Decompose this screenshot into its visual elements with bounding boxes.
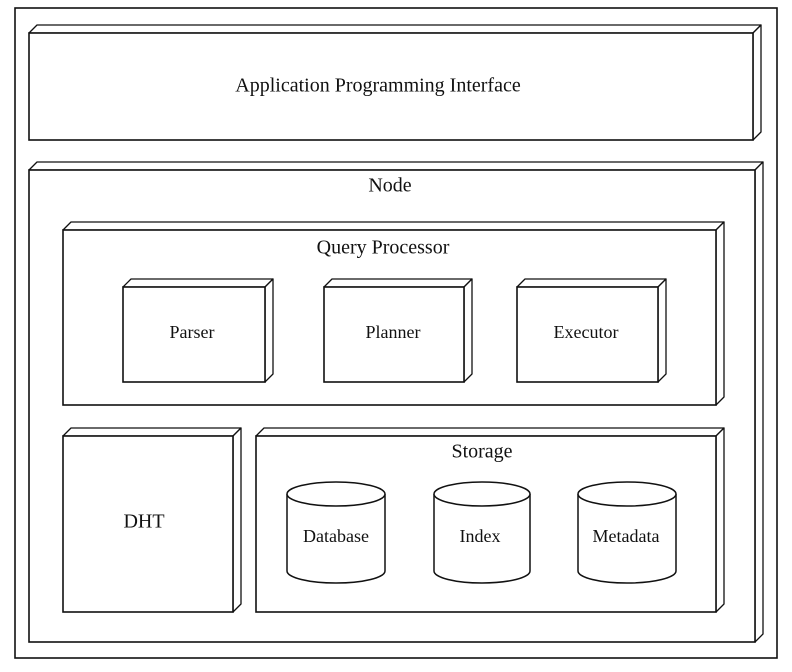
executor-front	[516, 286, 659, 383]
node-box-top-face	[28, 161, 764, 171]
node-box-side-face	[754, 161, 764, 643]
node-box: Node Query Processor Parser Planner	[28, 161, 764, 643]
executor-box: Executor	[516, 278, 667, 383]
planner-side-face	[463, 278, 473, 383]
database-cylinder-body	[286, 494, 386, 584]
executor-label: Executor	[554, 322, 619, 342]
storage-label: Storage	[451, 441, 512, 463]
query-processor-side-face	[715, 221, 725, 406]
storage-box: Storage Database Index Metadata	[255, 427, 725, 613]
api-label: Application Programming Interface	[235, 75, 521, 97]
planner-front	[323, 286, 465, 383]
planner-label: Planner	[366, 322, 421, 342]
storage-top-face	[255, 427, 725, 437]
api-box-front	[28, 32, 754, 141]
query-processor-box: Query Processor Parser Planner Execu	[62, 221, 725, 406]
planner-box: Planner	[323, 278, 473, 383]
dht-front	[62, 435, 234, 613]
index-cylinder-body	[433, 494, 531, 584]
node-label: Node	[368, 175, 411, 197]
parser-front	[122, 286, 266, 383]
api-box: Application Programming Interface	[28, 24, 762, 141]
query-processor-label: Query Processor	[317, 237, 450, 259]
database-cylinder-top	[286, 481, 386, 507]
planner-top-face	[323, 278, 473, 288]
dht-top-face	[62, 427, 242, 437]
parser-side-face	[264, 278, 274, 383]
api-box-top-face	[28, 24, 762, 34]
dht-label: DHT	[123, 511, 164, 533]
parser-label: Parser	[170, 322, 215, 342]
api-box-side-face	[752, 24, 762, 141]
dht-side-face	[232, 427, 242, 613]
database-cylinder: Database	[286, 481, 386, 584]
parser-box: Parser	[122, 278, 274, 383]
index-cylinder-top	[433, 481, 531, 507]
storage-side-face	[715, 427, 725, 613]
index-cylinder: Index	[433, 481, 531, 584]
metadata-cylinder-body	[577, 494, 677, 584]
metadata-label: Metadata	[593, 526, 660, 546]
executor-side-face	[657, 278, 667, 383]
parser-top-face	[122, 278, 274, 288]
metadata-cylinder: Metadata	[577, 481, 677, 584]
metadata-cylinder-top	[577, 481, 677, 507]
database-label: Database	[303, 526, 369, 546]
dht-box: DHT	[62, 427, 242, 613]
index-label: Index	[460, 526, 501, 546]
executor-top-face	[516, 278, 667, 288]
query-processor-top-face	[62, 221, 725, 231]
